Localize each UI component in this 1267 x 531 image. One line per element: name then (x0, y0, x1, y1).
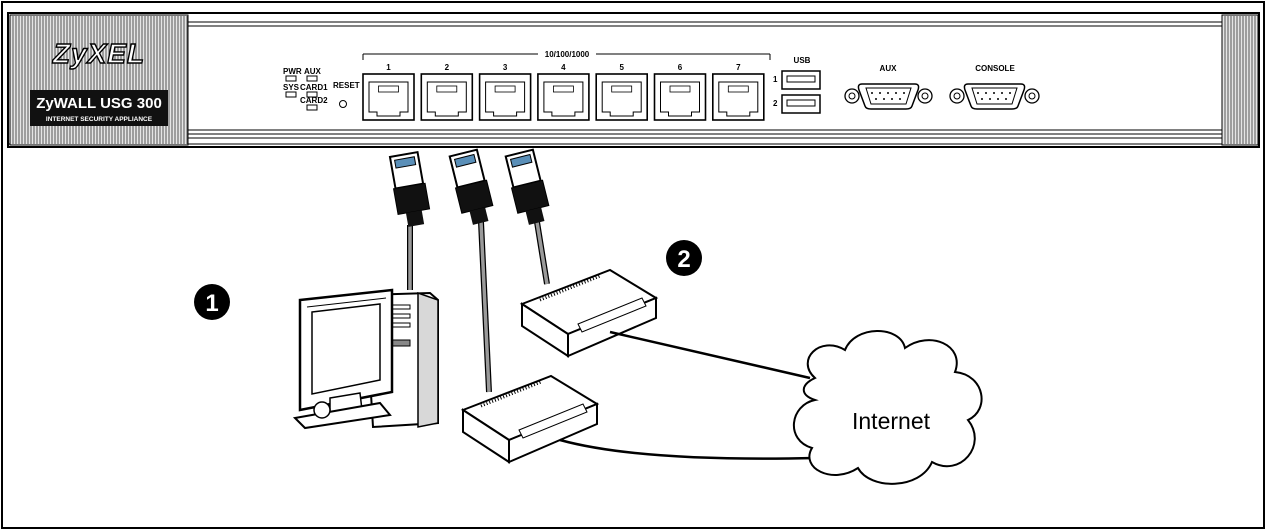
ethernet-port-number-5: 5 (619, 63, 624, 72)
device-front-panel: ZyXEL ZyWALL USG 300 INTERNET SECURITY A… (7, 12, 1260, 148)
callout-1: 1 (194, 284, 230, 320)
led-label-card1: CARD1 (300, 83, 328, 92)
ethernet-port-2[interactable]: 2 (420, 63, 474, 121)
led-aux (306, 75, 318, 82)
usb-port-number-1: 1 (773, 75, 778, 84)
ethernet-ports: 1 2 3 4 5 6 7 (362, 63, 765, 121)
usb-section: USB 1 2 (773, 56, 821, 114)
ethernet-port-3[interactable]: 3 (478, 63, 532, 121)
status-leds: PWR SYS AUX CARD1 CARD2 (283, 67, 328, 111)
usb-label: USB (794, 56, 811, 65)
router-upper-icon (519, 268, 659, 358)
callout-2: 2 (666, 240, 702, 276)
model-badge (30, 90, 168, 126)
brand-logo: ZyXEL (52, 38, 145, 69)
ethernet-port-number-1: 1 (386, 63, 391, 72)
led-pwr (285, 75, 297, 82)
router-lower-icon (460, 374, 600, 464)
rj45-plug-1 (388, 150, 431, 227)
rj45-plug-2 (448, 148, 494, 225)
led-label-aux: AUX (304, 67, 322, 76)
aux-port-section: AUX (844, 64, 933, 110)
ethernet-port-number-3: 3 (503, 63, 508, 72)
reset-button[interactable] (339, 100, 347, 108)
led-label-card2: CARD2 (300, 96, 328, 105)
ethernet-cables (407, 221, 550, 393)
callout-number-1: 1 (205, 290, 218, 317)
model-name: ZyWALL USG 300 (36, 95, 162, 112)
console-label: CONSOLE (975, 64, 1015, 73)
callout-number-2: 2 (677, 246, 690, 273)
console-serial-port[interactable] (949, 83, 1040, 110)
ethernet-port-number-6: 6 (678, 63, 683, 72)
led-label-pwr: PWR (283, 67, 302, 76)
ethernet-port-number-4: 4 (561, 63, 566, 72)
ethernet-port-number-7: 7 (736, 63, 741, 72)
usb-port-number-2: 2 (773, 99, 778, 108)
ethernet-port-1[interactable]: 1 (362, 63, 415, 121)
rj45-plug-3 (504, 148, 550, 225)
internet-label: Internet (852, 408, 931, 434)
right-mounting-ear (1221, 14, 1259, 146)
ethernet-port-7[interactable]: 7 (711, 63, 765, 121)
led-label-sys: SYS (283, 83, 300, 92)
led-card1 (306, 91, 318, 98)
reset-label: RESET (333, 81, 360, 90)
led-card2 (306, 104, 318, 111)
port-group-bracket (362, 53, 771, 60)
internet-cloud-icon: Internet (793, 330, 983, 485)
link-lower-router-to-internet (559, 438, 816, 460)
led-sys (285, 91, 297, 98)
ethernet-port-number-2: 2 (445, 63, 450, 72)
ethernet-port-4[interactable]: 4 (537, 63, 590, 121)
computer-icon (292, 288, 439, 430)
aux-label: AUX (880, 64, 898, 73)
ethernet-port-6[interactable]: 6 (653, 63, 707, 121)
ethernet-port-5[interactable]: 5 (595, 63, 649, 121)
link-upper-router-to-internet (609, 330, 811, 380)
aux-serial-port[interactable] (844, 83, 933, 110)
port-group-label: 10/100/1000 (545, 50, 590, 59)
model-tagline: INTERNET SECURITY APPLIANCE (46, 116, 153, 123)
console-port-section: CONSOLE (949, 64, 1040, 110)
